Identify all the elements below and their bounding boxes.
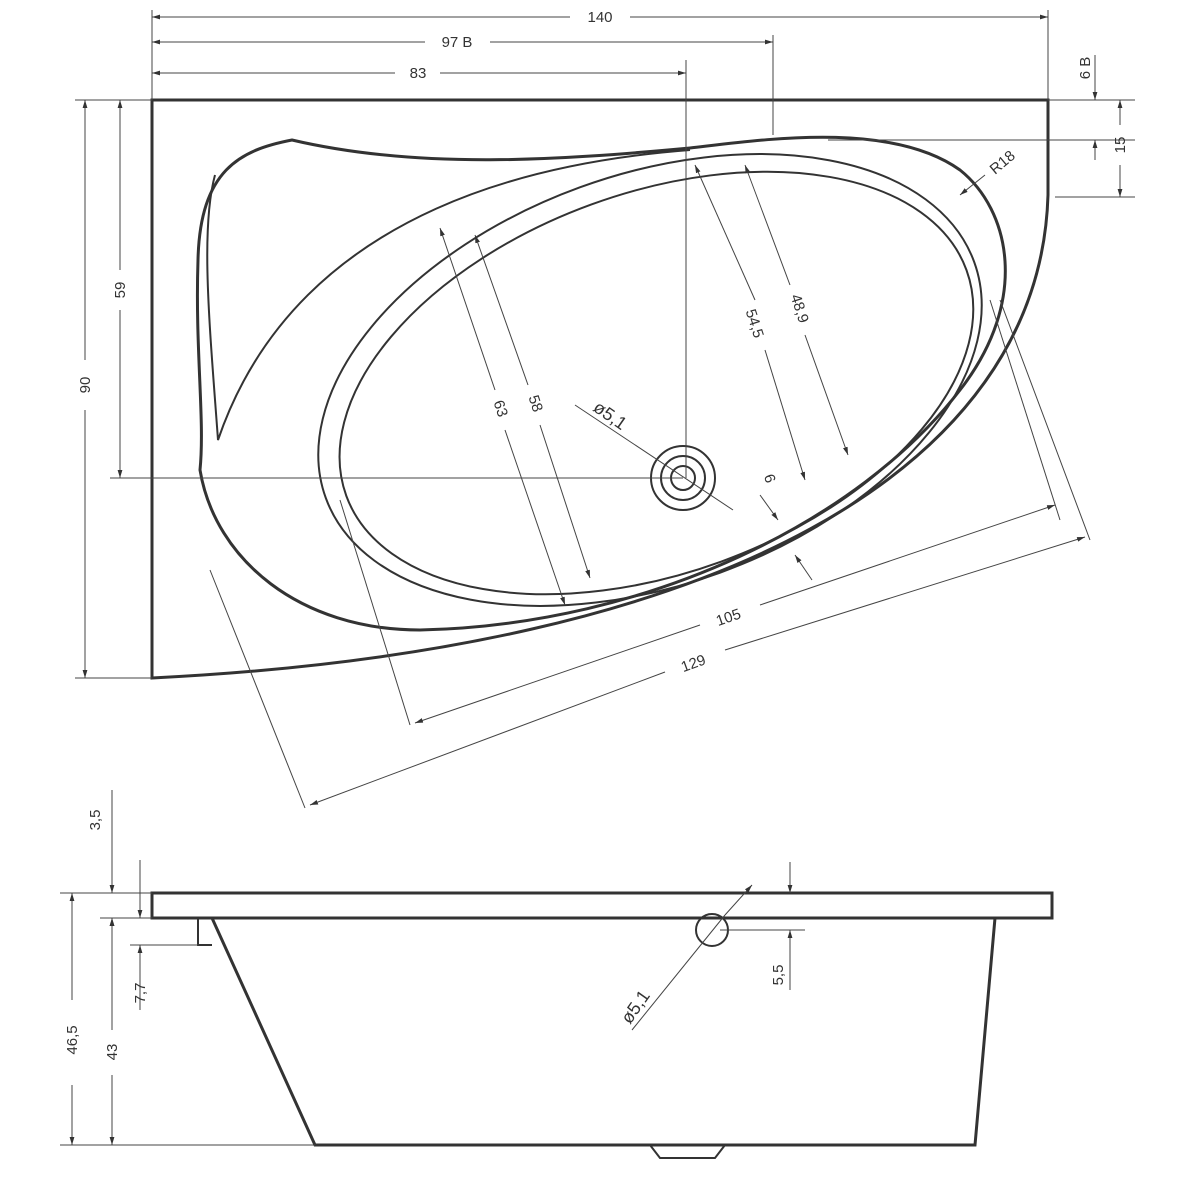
top-view: 140 97 B 83 6 B 15 R18 90 59 63	[75, 9, 1135, 809]
dim-6: 6	[760, 472, 779, 485]
dim-5-5: 5,5	[770, 965, 787, 986]
side-view: 3,5 46,5 43 7,7 ø5,1 5,5	[60, 790, 1054, 1159]
dim-46-5: 46,5	[64, 1025, 81, 1054]
dim-105: 105	[714, 606, 743, 630]
dim-83: 83	[410, 65, 427, 82]
apron-support	[197, 918, 212, 946]
dim-15: 15	[1112, 137, 1129, 154]
dim-3-5: 3,5	[87, 810, 104, 831]
drain-bump	[649, 1144, 726, 1159]
dim-r18: R18	[987, 147, 1019, 178]
tub-body	[210, 917, 997, 1147]
dim-6b: 6 B	[1077, 57, 1094, 80]
dim-58: 58	[525, 393, 546, 414]
rim	[150, 891, 1054, 920]
seat-curve	[206, 149, 691, 441]
dim-48-9: 48,9	[787, 292, 812, 325]
bowl-outer	[317, 153, 983, 607]
dim-97b: 97 B	[442, 34, 473, 51]
dim-90: 90	[77, 377, 94, 394]
dim-140: 140	[587, 9, 612, 26]
dim-129: 129	[679, 652, 708, 677]
dim-7-7: 7,7	[132, 983, 149, 1004]
bowl-inner	[338, 170, 975, 596]
rim-outline	[195, 135, 1007, 632]
dim-43: 43	[104, 1044, 121, 1061]
dim-overflow-diameter: ø5,1	[617, 986, 654, 1027]
dim-63: 63	[490, 398, 511, 419]
dim-59: 59	[112, 282, 129, 299]
dim-54-5: 54,5	[742, 307, 767, 340]
